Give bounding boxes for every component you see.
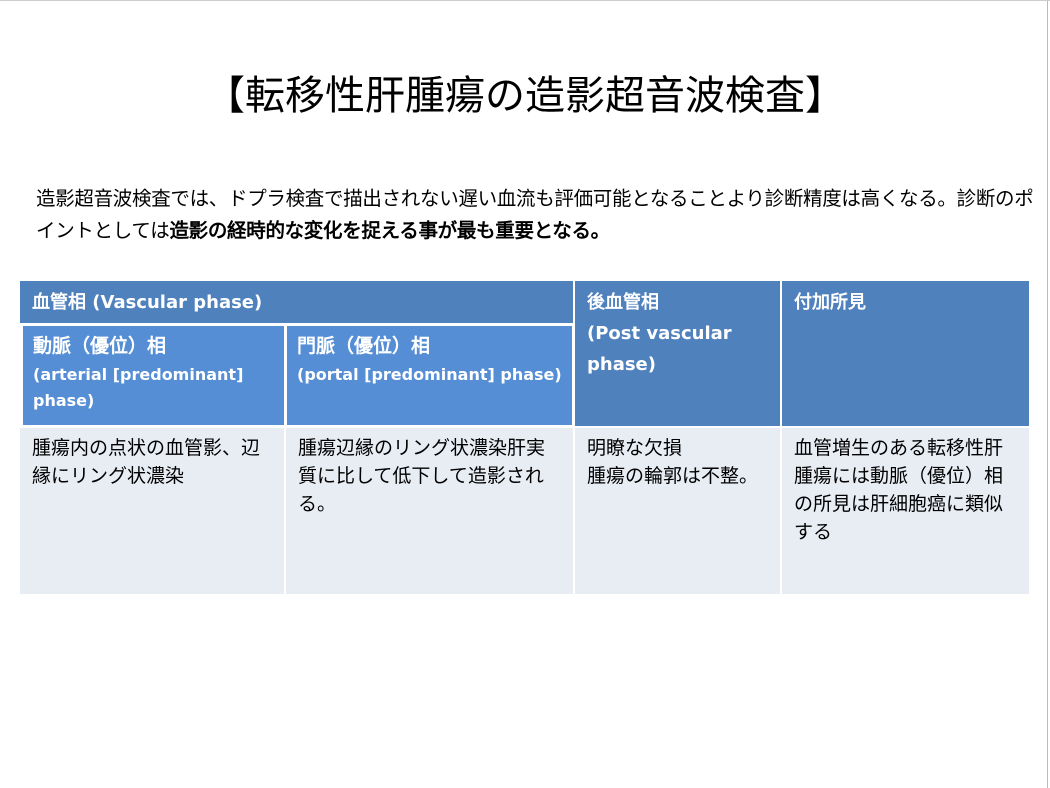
arterial-phase-en: (arterial [predominant] phase) <box>33 365 244 410</box>
intro-bold-text: 造影の経時的な変化を捉える事が最も重要となる。 <box>169 219 610 242</box>
cell-post-vascular-finding: 明瞭な欠損 腫瘍の輪郭は不整。 <box>575 428 780 594</box>
arterial-phase-jp: 動脈（優位）相 <box>33 335 167 357</box>
cell-additional-finding: 血管増生のある転移性肝腫瘍には動脈（優位）相の所見は肝細胞癌に類似する <box>782 428 1029 594</box>
intro-paragraph: 造影超音波検査では、ドプラ検査で描出されない遅い血流も評価可能となることより診断… <box>36 183 1046 247</box>
header-vascular-phase: 血管相 (Vascular phase) <box>20 281 573 326</box>
cell-arterial-finding: 腫瘍内の点状の血管影、辺縁にリング状濃染 <box>20 428 284 594</box>
header-post-vascular-phase: 後血管相 (Post vascular phase) <box>575 281 780 426</box>
post-finding-line1: 明瞭な欠損 <box>587 437 683 459</box>
header-arterial-phase: 動脈（優位）相 (arterial [predominant] phase) <box>20 323 287 428</box>
header-portal-phase: 門脈（優位）相 (portal [predominant] phase) <box>284 323 575 428</box>
post-vascular-en: (Post vascular phase) <box>587 323 732 375</box>
intro-text: 造影超音波検査では、ドプラ検査で描出されない遅い血流も評価可能となることより診断… <box>36 187 1034 242</box>
post-vascular-jp: 後血管相 <box>587 292 659 313</box>
portal-phase-en: (portal [predominant] phase) <box>297 365 562 384</box>
cell-portal-finding: 腫瘍辺縁のリング状濃染肝実質に比して低下して造影される。 <box>286 428 573 594</box>
portal-phase-jp: 門脈（優位）相 <box>297 335 431 357</box>
slide-title: 【転移性肝腫瘍の造影超音波検査】 <box>205 73 845 119</box>
header-additional-findings: 付加所見 <box>782 281 1029 426</box>
post-finding-line2: 腫瘍の輪郭は不整。 <box>587 465 759 487</box>
